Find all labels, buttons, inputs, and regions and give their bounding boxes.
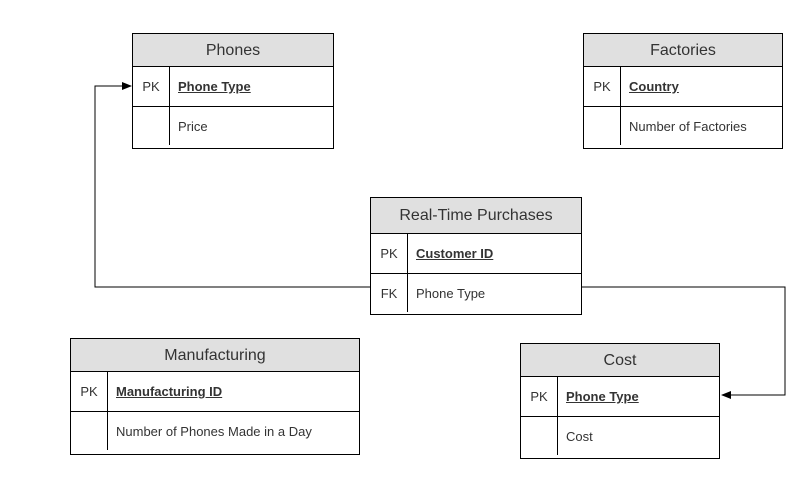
field-name: Price: [178, 118, 208, 134]
key-label: [71, 412, 108, 450]
entity-phones[interactable]: Phones PK Phone Type Price: [132, 33, 334, 149]
field-name: Cost: [566, 428, 593, 444]
entity-title: Cost: [521, 344, 719, 377]
field-name: Country: [629, 79, 679, 94]
key-label: PK: [133, 67, 170, 106]
entity-title: Phones: [133, 34, 333, 67]
field-name: Manufacturing ID: [116, 384, 223, 399]
key-label: PK: [71, 372, 108, 411]
entity-row: FK Phone Type: [371, 273, 581, 312]
entity-title: Real-Time Purchases: [371, 198, 581, 234]
entity-factories[interactable]: Factories PK Country Number of Factories: [583, 33, 783, 149]
entity-row: PK Country: [584, 67, 782, 106]
entity-cost[interactable]: Cost PK Phone Type Cost: [520, 343, 720, 459]
key-label: [521, 417, 558, 455]
entity-row: Number of Phones Made in a Day: [71, 411, 359, 450]
key-label: [584, 107, 621, 145]
key-label: PK: [584, 67, 621, 106]
field-name: Phone Type: [416, 285, 486, 301]
entity-row: Cost: [521, 416, 719, 455]
entity-manufacturing[interactable]: Manufacturing PK Manufacturing ID Number…: [70, 338, 360, 455]
entity-title: Manufacturing: [71, 339, 359, 372]
entity-row: PK Phone Type: [133, 67, 333, 106]
key-label: PK: [521, 377, 558, 416]
entity-row: PK Phone Type: [521, 377, 719, 416]
key-label: PK: [371, 234, 408, 273]
entity-row: PK Customer ID: [371, 234, 581, 273]
entity-row: Number of Factories: [584, 106, 782, 145]
entity-real-time-purchases[interactable]: Real-Time Purchases PK Customer ID FK Ph…: [370, 197, 582, 315]
field-name: Phone Type: [178, 79, 251, 94]
key-label: [133, 107, 170, 145]
field-name: Number of Phones Made in a Day: [116, 423, 312, 439]
field-name: Customer ID: [416, 246, 494, 261]
key-label: FK: [371, 274, 408, 312]
field-name: Number of Factories: [629, 118, 747, 134]
field-name: Phone Type: [566, 389, 639, 404]
entity-row: Price: [133, 106, 333, 145]
entity-title: Factories: [584, 34, 782, 67]
entity-row: PK Manufacturing ID: [71, 372, 359, 411]
